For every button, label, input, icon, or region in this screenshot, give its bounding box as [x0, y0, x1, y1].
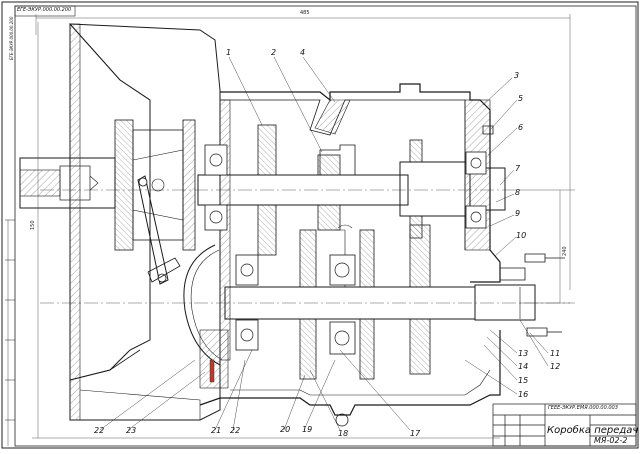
callout-8: 8 [515, 188, 521, 197]
callout-1: 1 [226, 48, 232, 57]
doc-code: ГЕЕЕ-ЭКУР.ЕМЯ.000.00.003 [548, 405, 618, 411]
callout-23: 23 [126, 426, 137, 435]
callout-18: 18 [338, 429, 349, 438]
callout-13: 13 [518, 349, 529, 358]
dim-overall-height: 150 [30, 220, 36, 230]
drawing-designation: МЯ-02-2 [594, 436, 628, 445]
callout-9: 9 [515, 209, 521, 218]
callout-12: 12 [550, 362, 561, 371]
callout-5: 5 [518, 94, 524, 103]
callout-15: 15 [518, 376, 529, 385]
corner-stamp [14, 5, 76, 17]
callout-2: 2 [271, 48, 277, 57]
callout-7: 7 [515, 164, 521, 173]
callout-16: 16 [518, 390, 529, 399]
dim-overall-length: 485 [300, 10, 310, 16]
corner-code-top: ЕГЕ-ЭКУР.000.00.200 [17, 7, 72, 13]
callout-14: 14 [518, 362, 529, 371]
callout-4: 4 [300, 48, 306, 57]
callout-20: 20 [280, 425, 291, 434]
corner-code: ЕГЕ-ЭКУР.000.00.200 [9, 16, 14, 60]
callout-17: 17 [410, 429, 421, 438]
callout-22a: 22 [94, 426, 105, 435]
callout-19: 19 [302, 425, 313, 434]
callout-6: 6 [518, 123, 524, 132]
inner-frame [14, 5, 637, 447]
callout-10: 10 [516, 231, 527, 240]
title-block-frame [492, 403, 637, 447]
dim-gap: 240 [562, 246, 568, 256]
callout-11: 11 [550, 349, 561, 358]
callout-22b: 22 [230, 426, 241, 435]
callout-3: 3 [514, 71, 520, 80]
callout-21: 21 [211, 426, 222, 435]
drawing-title: Коробка передач [547, 425, 639, 436]
